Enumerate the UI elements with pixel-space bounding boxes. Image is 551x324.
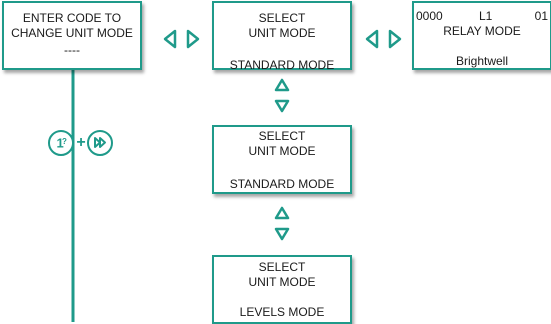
svg-text:?: ?	[62, 137, 67, 146]
enter-code-screen: ENTER CODE TO CHANGE UNIT MODE ----	[2, 1, 142, 70]
screen-line-1: SELECT	[258, 129, 306, 143]
status-right-value: 01	[534, 9, 548, 23]
code-entry-field: ----	[64, 43, 80, 57]
chevron-left-icon[interactable]	[163, 29, 177, 49]
mode-value: STANDARD MODE	[229, 177, 335, 191]
chevron-down-icon[interactable]	[274, 227, 290, 241]
plus-sign: +	[76, 134, 86, 151]
select-unit-mode-standard-screen-2: SELECT UNIT MODE STANDARD MODE	[212, 125, 352, 194]
info-key-icon[interactable]: 1 ?	[48, 130, 74, 156]
mode-value: LEVELS MODE	[239, 305, 325, 319]
chevron-right-icon[interactable]	[388, 29, 402, 49]
chevron-up-icon[interactable]	[274, 206, 290, 220]
fast-forward-glyph	[93, 137, 106, 148]
relay-mode-screen: 0000 L1 01 RELAY MODE Brightwell	[412, 1, 551, 70]
chevron-left-icon[interactable]	[365, 29, 379, 49]
chevron-down-icon[interactable]	[274, 99, 290, 113]
svg-text:1: 1	[56, 136, 63, 151]
chevron-right-icon[interactable]	[186, 29, 200, 49]
status-row: 0000 L1 01	[414, 9, 550, 23]
mode-value: STANDARD MODE	[229, 58, 335, 72]
screen-line-2: UNIT MODE	[248, 144, 316, 158]
brand-footer: Brightwell	[455, 54, 509, 68]
screen-line-1: ENTER CODE TO	[22, 11, 122, 25]
status-mid-value: L1	[479, 9, 493, 23]
fast-forward-key-icon[interactable]	[87, 130, 113, 156]
select-unit-mode-standard-screen: SELECT UNIT MODE STANDARD MODE	[212, 1, 352, 72]
info-key-glyph: 1 ?	[56, 136, 67, 151]
screen-line-1: SELECT	[258, 11, 306, 25]
screen-line-2: UNIT MODE	[248, 26, 316, 40]
screen-line-2: CHANGE UNIT MODE	[11, 26, 133, 40]
select-unit-mode-levels-screen: SELECT UNIT MODE LEVELS MODE	[212, 255, 352, 324]
status-left-value: 0000	[416, 9, 443, 23]
screen-line-2: UNIT MODE	[248, 275, 316, 289]
chevron-up-icon[interactable]	[274, 78, 290, 92]
screen-title: RELAY MODE	[443, 24, 521, 38]
screen-line-1: SELECT	[258, 260, 306, 274]
